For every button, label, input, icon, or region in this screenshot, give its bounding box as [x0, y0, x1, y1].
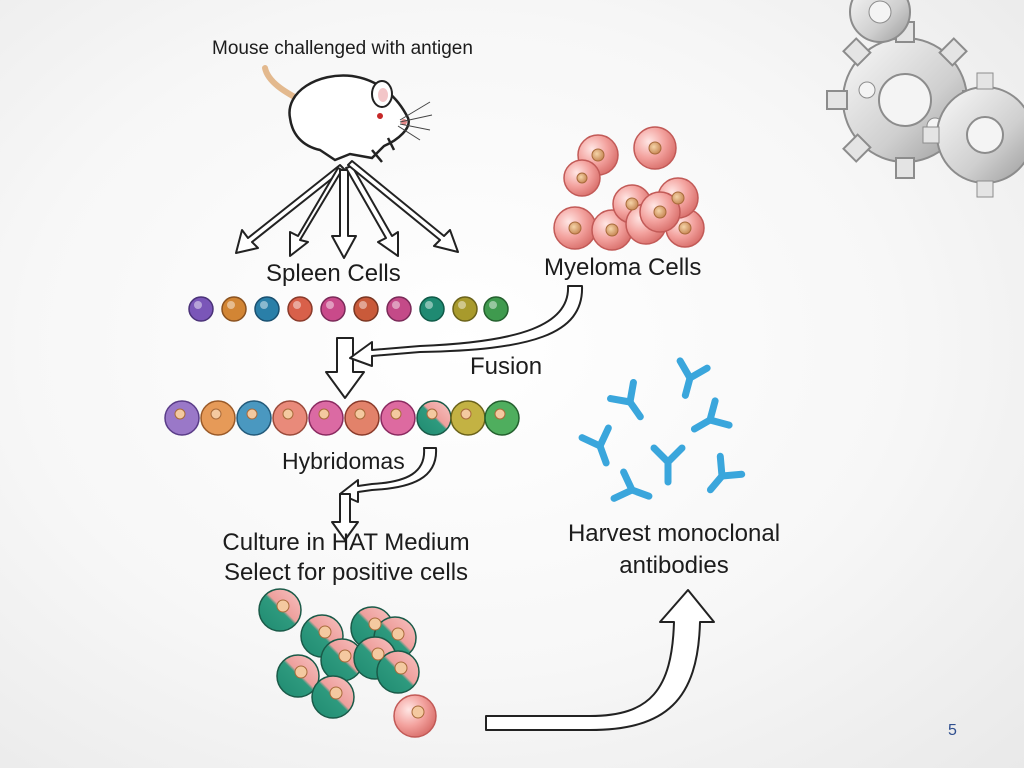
antibody-icon	[578, 357, 746, 502]
culture-label: Culture in HAT Medium Select for positiv…	[196, 528, 496, 588]
harvest-label: Harvest monoclonal antibodies	[544, 518, 804, 582]
select-arrow	[331, 447, 438, 541]
fusion-label: Fusion	[470, 353, 543, 380]
hybridoma-cells	[164, 400, 520, 436]
myeloma-cells	[553, 126, 705, 251]
selected-cells	[258, 588, 437, 738]
hybridomas-label: Hybridomas	[282, 448, 405, 474]
spleen-cells	[188, 296, 509, 322]
culture-label-line2: Select for positive cells	[223, 559, 469, 586]
harvest-arrow	[485, 589, 715, 731]
mouse-label: Mouse challenged with antigen	[212, 38, 473, 59]
harvest-label-line2: antibodies	[619, 552, 729, 579]
spleen-cells-label: Spleen Cells	[266, 260, 401, 287]
page-number: 5	[948, 722, 957, 739]
mouse-icon	[262, 65, 433, 163]
harvest-label-line1: Harvest monoclonal	[567, 520, 781, 547]
culture-label-line1: Culture in HAT Medium	[222, 529, 470, 556]
fusion-arrows	[325, 285, 584, 399]
gears-icon	[826, 0, 1024, 198]
myeloma-cells-label: Myeloma Cells	[544, 254, 702, 281]
split-arrows	[235, 160, 459, 259]
